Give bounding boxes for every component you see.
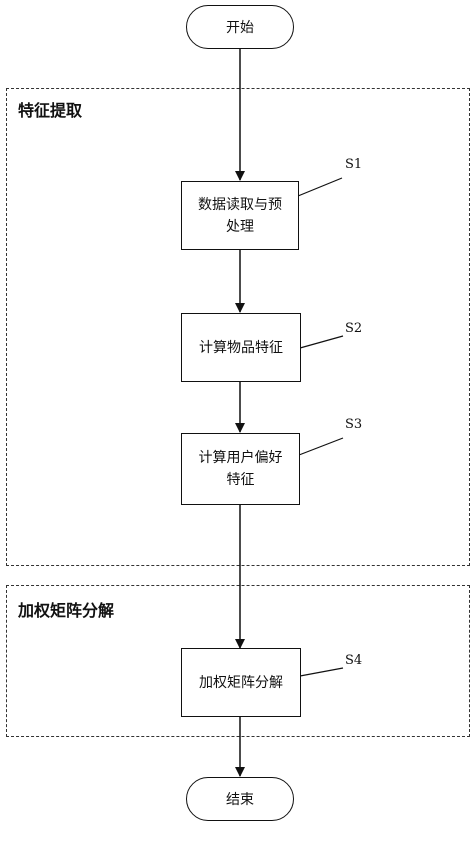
- feature-extraction-group: [6, 88, 470, 566]
- process-step-s3-text: 计算用户偏好 特征: [198, 450, 283, 488]
- weighted-mf-group: [6, 585, 470, 737]
- process-step-s2: 计算物品特征: [181, 313, 301, 382]
- process-step-s4: 加权矩阵分解: [181, 648, 301, 717]
- start-terminal: 开始: [186, 5, 294, 49]
- weighted-mf-title: 加权矩阵分解: [18, 601, 115, 620]
- process-step-s2-text: 计算物品特征: [199, 339, 283, 356]
- end-terminal: 结束: [186, 777, 294, 821]
- leader-s3: [298, 437, 344, 456]
- process-step-s3: 计算用户偏好 特征: [181, 433, 300, 505]
- step-label-s1: S1: [345, 157, 363, 172]
- process-step-s1-text: 数据读取与预 处理: [198, 196, 282, 235]
- process-step-s1: 数据读取与预 处理: [181, 181, 299, 250]
- feature-extraction-title: 特征提取: [18, 101, 83, 120]
- leader-s1: [297, 177, 343, 197]
- step-label-s2: S2: [345, 321, 363, 336]
- leader-s4: [299, 667, 344, 677]
- step-label-s3: S3: [345, 417, 363, 432]
- process-step-s4-text: 加权矩阵分解: [199, 674, 283, 691]
- leader-s2: [299, 335, 344, 349]
- step-label-s4: S4: [345, 653, 363, 668]
